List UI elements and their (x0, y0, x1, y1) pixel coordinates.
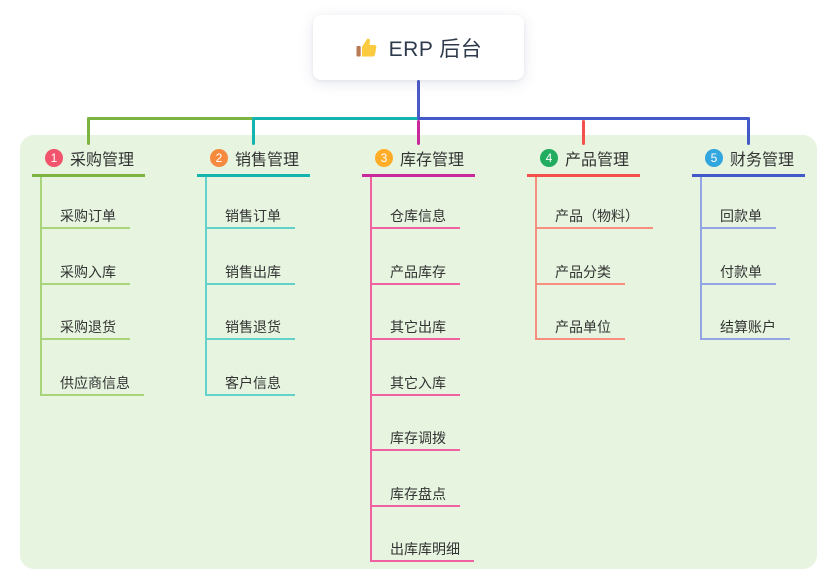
child-node-label: 采购订单 (60, 208, 116, 224)
branch-header-sales[interactable]: 2 销售管理 (197, 148, 310, 177)
child-node[interactable]: 采购入库 (42, 229, 130, 285)
child-node[interactable]: 产品单位 (537, 285, 625, 340)
child-node-label: 回款单 (720, 208, 762, 224)
child-node[interactable]: 销售出库 (207, 229, 295, 285)
branch-header-inventory[interactable]: 3 库存管理 (362, 148, 475, 177)
child-node[interactable]: 销售订单 (207, 177, 295, 229)
badge-3-icon: 3 (375, 148, 393, 167)
badge-5-icon: 5 (705, 148, 723, 167)
child-node[interactable]: 付款单 (702, 229, 776, 285)
connector-segment (252, 117, 418, 120)
mindmap-board: 1 采购管理 采购订单采购入库采购退货供应商信息 2 销售管理 销售订单销售出库… (20, 135, 817, 569)
branch-inventory: 3 库存管理 仓库信息产品库存其它出库其它入库库存调拨库存盘点出库库明细 (362, 148, 475, 562)
child-node[interactable]: 库存盘点 (372, 451, 460, 507)
badge-1-icon: 1 (45, 148, 63, 167)
branch-children: 销售订单销售出库销售退货客户信息 (205, 177, 295, 396)
child-node-label: 采购退货 (60, 319, 116, 335)
child-node-label: 供应商信息 (60, 374, 130, 391)
child-node-label: 销售订单 (225, 208, 281, 224)
branch-label: 销售管理 (235, 151, 300, 169)
branch-header-product[interactable]: 4 产品管理 (527, 148, 640, 177)
child-node[interactable]: 回款单 (702, 177, 776, 229)
root-node-label: ERP 后台 (388, 37, 483, 61)
child-node-label: 产品分类 (555, 263, 611, 280)
child-node-label: 销售退货 (225, 319, 281, 335)
child-node[interactable]: 出库库明细 (372, 507, 474, 562)
child-node[interactable]: 产品分类 (537, 229, 625, 285)
child-node-label: 其它出库 (390, 319, 446, 335)
badge-4-icon: 4 (540, 148, 558, 167)
connector-segment (417, 117, 750, 120)
child-node[interactable]: 其它入库 (372, 340, 460, 396)
child-node[interactable]: 客户信息 (207, 340, 295, 396)
child-node[interactable]: 结算账户 (702, 285, 790, 340)
branch-header-finance[interactable]: 5 财务管理 (692, 148, 805, 177)
branch-children: 回款单付款单结算账户 (700, 177, 790, 340)
child-node-label: 结算账户 (720, 319, 776, 335)
connector-segment (87, 117, 253, 120)
child-node[interactable]: 采购退货 (42, 285, 130, 340)
branch-sales: 2 销售管理 销售订单销售出库销售退货客户信息 (197, 148, 310, 396)
child-node[interactable]: 供应商信息 (42, 340, 144, 396)
thumbs-up-icon (355, 36, 379, 60)
branch-label: 财务管理 (730, 151, 795, 169)
child-node-label: 产品（物料） (555, 208, 639, 224)
child-node-label: 付款单 (720, 263, 762, 280)
child-node-label: 库存盘点 (390, 485, 446, 502)
child-node[interactable]: 采购订单 (42, 177, 130, 229)
branch-label: 产品管理 (565, 151, 630, 169)
root-node[interactable]: ERP 后台 (313, 15, 524, 80)
child-node-label: 采购入库 (60, 263, 116, 280)
branch-finance: 5 财务管理 回款单付款单结算账户 (692, 148, 805, 340)
child-node-label: 库存调拨 (390, 430, 446, 446)
branch-header-purchase[interactable]: 1 采购管理 (32, 148, 145, 177)
child-node[interactable]: 其它出库 (372, 285, 460, 340)
branch-product: 4 产品管理 产品（物料） 产品分类产品单位 (527, 148, 653, 340)
child-node-label: 出库库明细 (390, 541, 460, 557)
child-node[interactable]: 产品库存 (372, 229, 460, 285)
child-node[interactable]: 销售退货 (207, 285, 295, 340)
branch-label: 采购管理 (70, 151, 135, 169)
connector-segment (417, 80, 420, 120)
branch-purchase: 1 采购管理 采购订单采购入库采购退货供应商信息 (32, 148, 145, 396)
branch-children: 产品（物料） 产品分类产品单位 (535, 177, 653, 340)
branch-label: 库存管理 (400, 151, 465, 169)
badge-2-icon: 2 (210, 148, 228, 167)
child-node[interactable]: 库存调拨 (372, 396, 460, 451)
child-node-label: 仓库信息 (390, 208, 446, 224)
child-node[interactable]: 产品（物料） (537, 177, 653, 229)
child-node-label: 销售出库 (225, 263, 281, 280)
child-node-label: 产品单位 (555, 319, 611, 335)
child-node-label: 其它入库 (390, 374, 446, 391)
child-node-label: 产品库存 (390, 263, 446, 280)
branch-children: 采购订单采购入库采购退货供应商信息 (40, 177, 144, 396)
branch-children: 仓库信息产品库存其它出库其它入库库存调拨库存盘点出库库明细 (370, 177, 474, 562)
child-node-label: 客户信息 (225, 374, 281, 391)
child-node[interactable]: 仓库信息 (372, 177, 460, 229)
